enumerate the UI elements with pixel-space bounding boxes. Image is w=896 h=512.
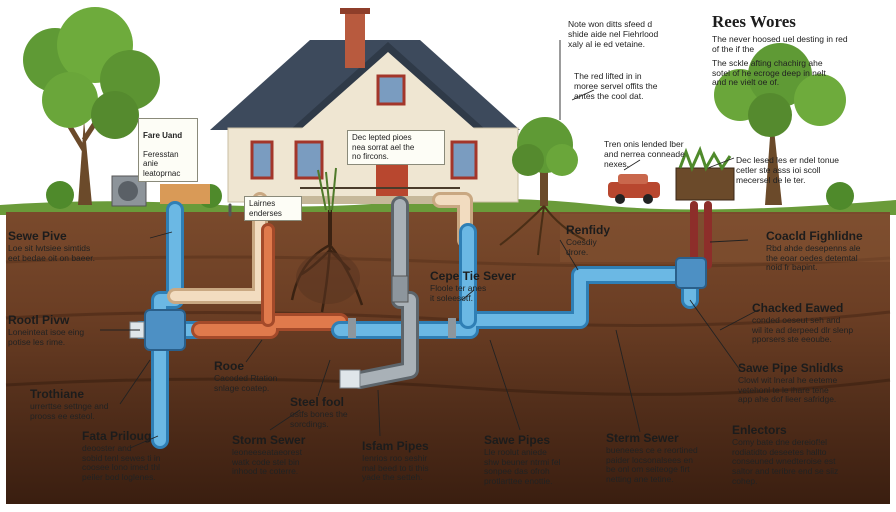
callout-body: Comy bate dne dereiof!el rodiatidto dese… xyxy=(732,436,839,486)
house-sign: Dec lepted pioes nea sorrat ael the no f… xyxy=(347,130,445,165)
callout-title: Coacld Fighlidne xyxy=(766,229,863,243)
callout-body: bueneees ce e reortined paider locsonals… xyxy=(606,444,698,485)
title-line-2: The sckle afting chachirg ahe sotel of h… xyxy=(712,57,826,88)
pipe-network xyxy=(131,192,712,449)
title-block: Rees Wores The never hoosed uel desting … xyxy=(712,12,882,88)
callout-body: leoneeseataeorest watk code stel bin inh… xyxy=(232,446,302,477)
callout-body: Clowl wit lneral he eeteme vetehonl te l… xyxy=(738,374,838,405)
leader-lines xyxy=(100,40,759,449)
callout-body: Lle roolut aniede shw beuner ntrmi fel s… xyxy=(484,446,561,487)
callout-title: Cepe Tie Sever xyxy=(430,269,516,283)
callout-title: Sewe Pive xyxy=(8,229,67,243)
callout-body: ostfs bones the sorcdings. xyxy=(290,408,348,429)
callout-title: Trothiane xyxy=(30,387,85,401)
callout-title: Isfam Pipes xyxy=(362,439,429,453)
lamps-sign: Lairnes enderses xyxy=(244,196,302,222)
top-note-2: The red lifted in in moree servel offits… xyxy=(574,71,658,101)
callout-title: Enlectors xyxy=(732,423,787,437)
title-line-1: The never hoosed uel desting in red of t… xyxy=(712,34,848,55)
left-tree xyxy=(23,7,160,205)
callout-body: Cacoded Rtation snlage coatep. xyxy=(214,372,278,393)
callout-body: Loneinteat isoe eing potise les rime. xyxy=(8,326,85,347)
top-note-4: Dec lesed les er ndel tonue cetler ste a… xyxy=(736,155,840,185)
tree-roots xyxy=(290,167,364,313)
callout-title: Fata Priloug xyxy=(82,429,152,443)
side-sign: Fare Uand Feresstan anie leatoprnac xyxy=(138,118,198,182)
car xyxy=(608,174,660,204)
callout-title: Storm Sewer xyxy=(232,433,306,447)
callout-title: Renfidy xyxy=(566,223,611,237)
callout-body: deooster and sobid tenl sewes ti in coos… xyxy=(82,442,161,483)
callout-body: conded oeseut seh and wil ite ad derpeed… xyxy=(752,314,854,345)
callout-title: Sawe Pipe Snlidks xyxy=(738,361,844,375)
callout-title: Sterm Sewer xyxy=(606,431,679,445)
callout-body: Rbd ahde desepenns ale the eoar oedes de… xyxy=(766,242,861,273)
side-sign-title: Fare Uand xyxy=(143,130,183,140)
ac-unit xyxy=(111,175,147,207)
callout-title: Chacked Eawed xyxy=(752,301,844,315)
callout-body: urrerttse settnge and prooss ee esteol. xyxy=(30,400,109,421)
callout-body: Loe sit lwtsiee simtids eet bedae oit on… xyxy=(8,242,95,263)
diagram-title: Rees Wores xyxy=(712,12,796,31)
callout-title: Steel fool xyxy=(290,395,345,409)
right-tree xyxy=(714,43,846,205)
top-note-1: Note won ditts sfeed d shide aide nel Fi… xyxy=(568,19,659,49)
callout-body: Ienrios roo seshir mal beed to ti this y… xyxy=(362,452,429,483)
callout-title: Sawe Pipes xyxy=(484,433,551,447)
top-note-3: Tren onis lended lber and nerrea connead… xyxy=(604,139,685,169)
callout-body: Floole ter anes it soleesotf. xyxy=(430,282,487,303)
callout-title: Rooe xyxy=(214,359,244,373)
callout-body: Coesdiy drore. xyxy=(566,236,597,257)
callout-title: Rootl Pivw xyxy=(8,313,70,327)
middle-tree xyxy=(499,117,586,256)
planter-box xyxy=(675,145,735,201)
side-sign-body: Feresstan anie leatoprnac xyxy=(143,149,181,178)
